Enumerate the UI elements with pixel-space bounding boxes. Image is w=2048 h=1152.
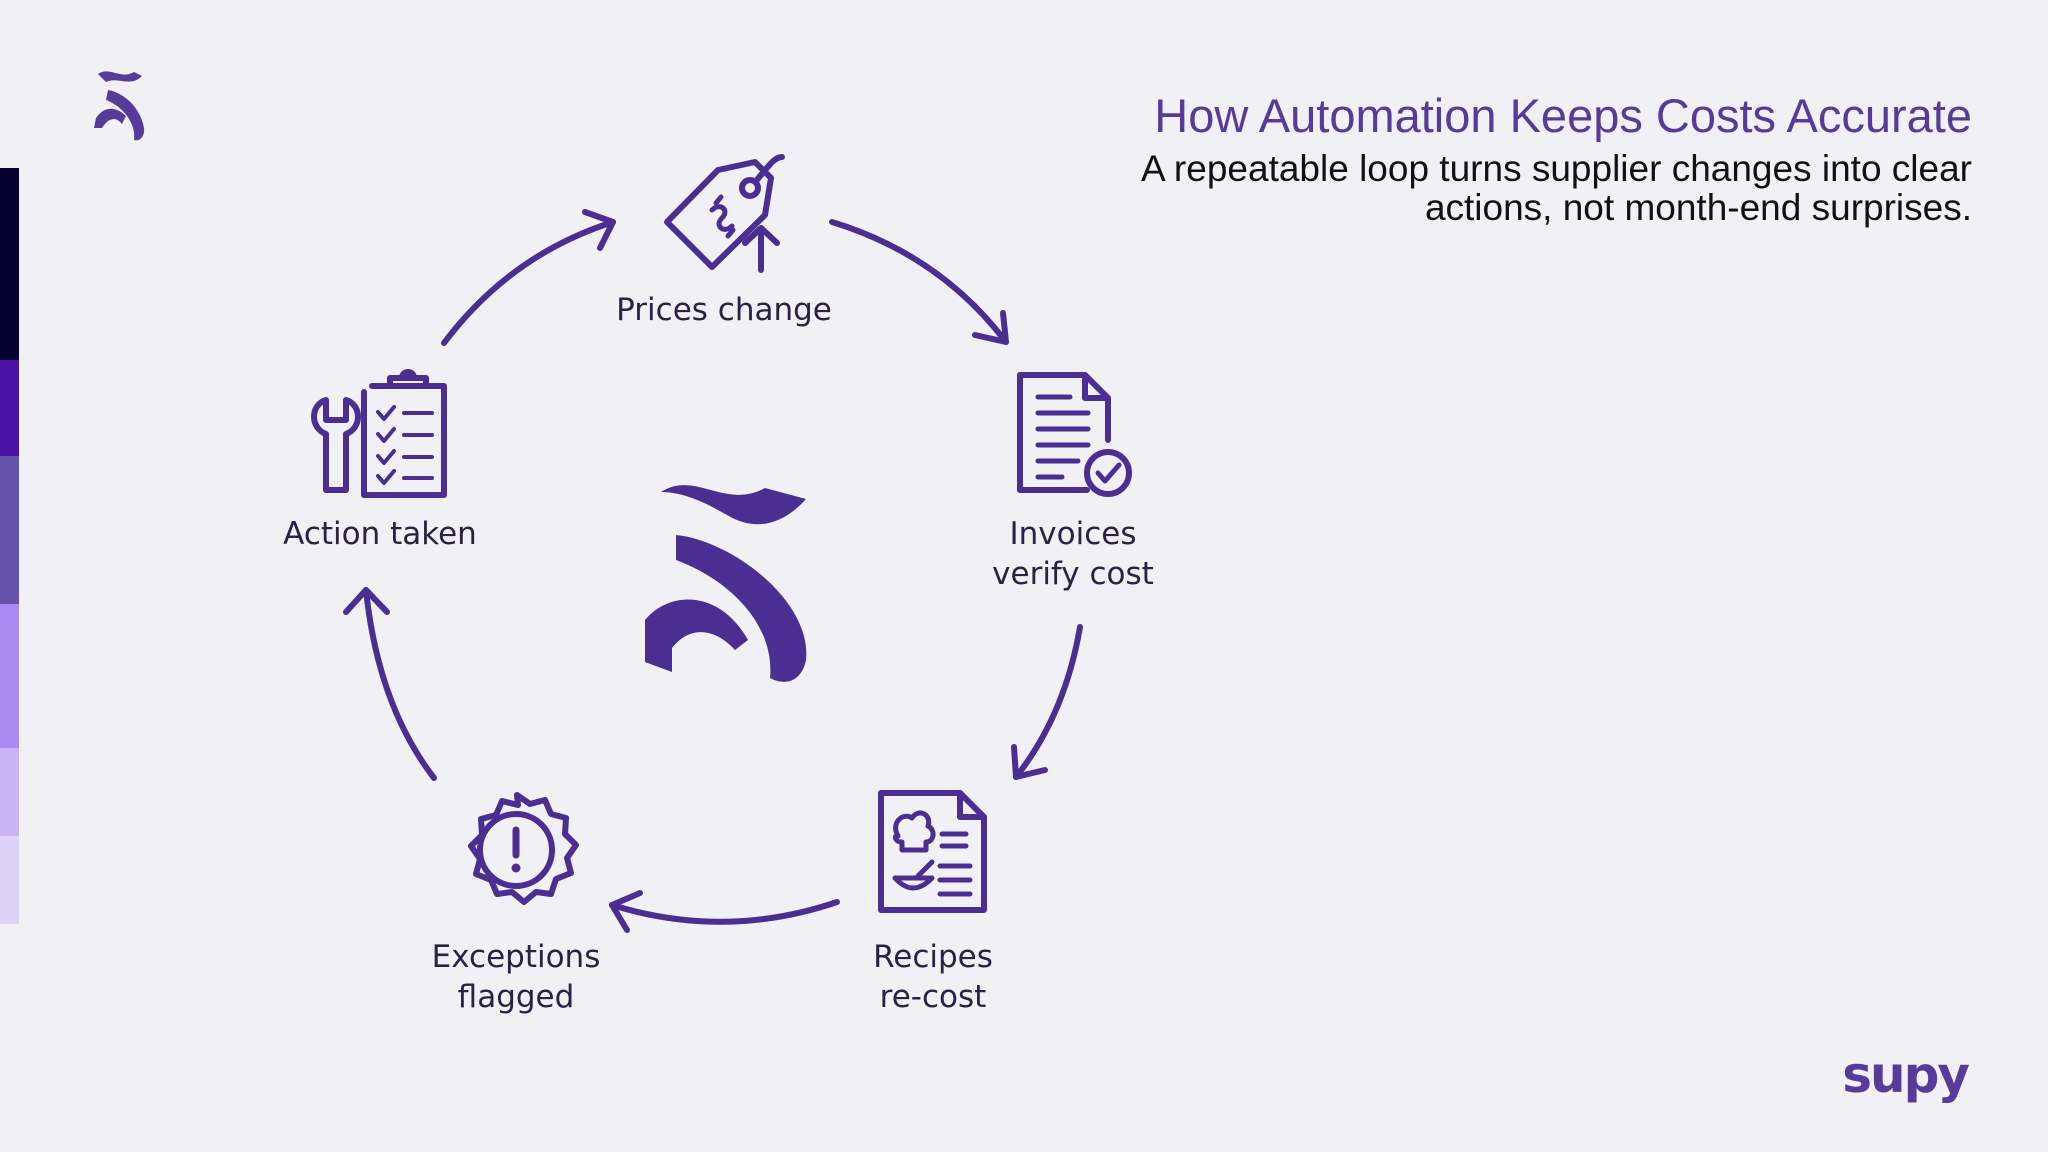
- wrench-checklist-icon: [311, 369, 447, 498]
- strip-segment: [0, 360, 19, 456]
- strip-segment: [0, 748, 19, 836]
- recipe-card-icon: [878, 790, 987, 913]
- arrow-prices-to-invoices: [829, 219, 1009, 345]
- arrow-action-to-prices: [441, 209, 616, 346]
- price-tag-up-icon: [664, 154, 785, 273]
- step-label-action: Action taken: [283, 516, 477, 552]
- strip-segment: [0, 168, 19, 360]
- step-label-recipes: Recipes re-cost: [873, 939, 993, 1015]
- strip-segment: [0, 456, 19, 604]
- step-label-invoices: Invoices verify cost: [992, 516, 1154, 592]
- arrow-recipes-to-exceptions: [609, 890, 840, 933]
- strip-segment: [0, 836, 19, 924]
- arrow-invoices-to-recipes: [1011, 624, 1083, 780]
- supy-mark-icon: [94, 71, 145, 141]
- invoice-check-icon: [1017, 372, 1132, 497]
- step-label-exceptions: Exceptions flagged: [431, 939, 601, 1015]
- alert-badge-icon: [468, 792, 579, 905]
- strip-segment: [0, 604, 19, 748]
- color-strip: [0, 168, 19, 924]
- arrow-exceptions-to-action: [343, 587, 437, 781]
- step-label-prices: Prices change: [616, 292, 832, 328]
- supy-mark-icon: [645, 485, 807, 682]
- slide-title: How Automation Keeps Costs Accurate: [1154, 89, 1972, 142]
- brand-logo: supy: [1842, 1046, 1970, 1104]
- slide-subtitle: A repeatable loop turns supplier changes…: [1141, 148, 1972, 228]
